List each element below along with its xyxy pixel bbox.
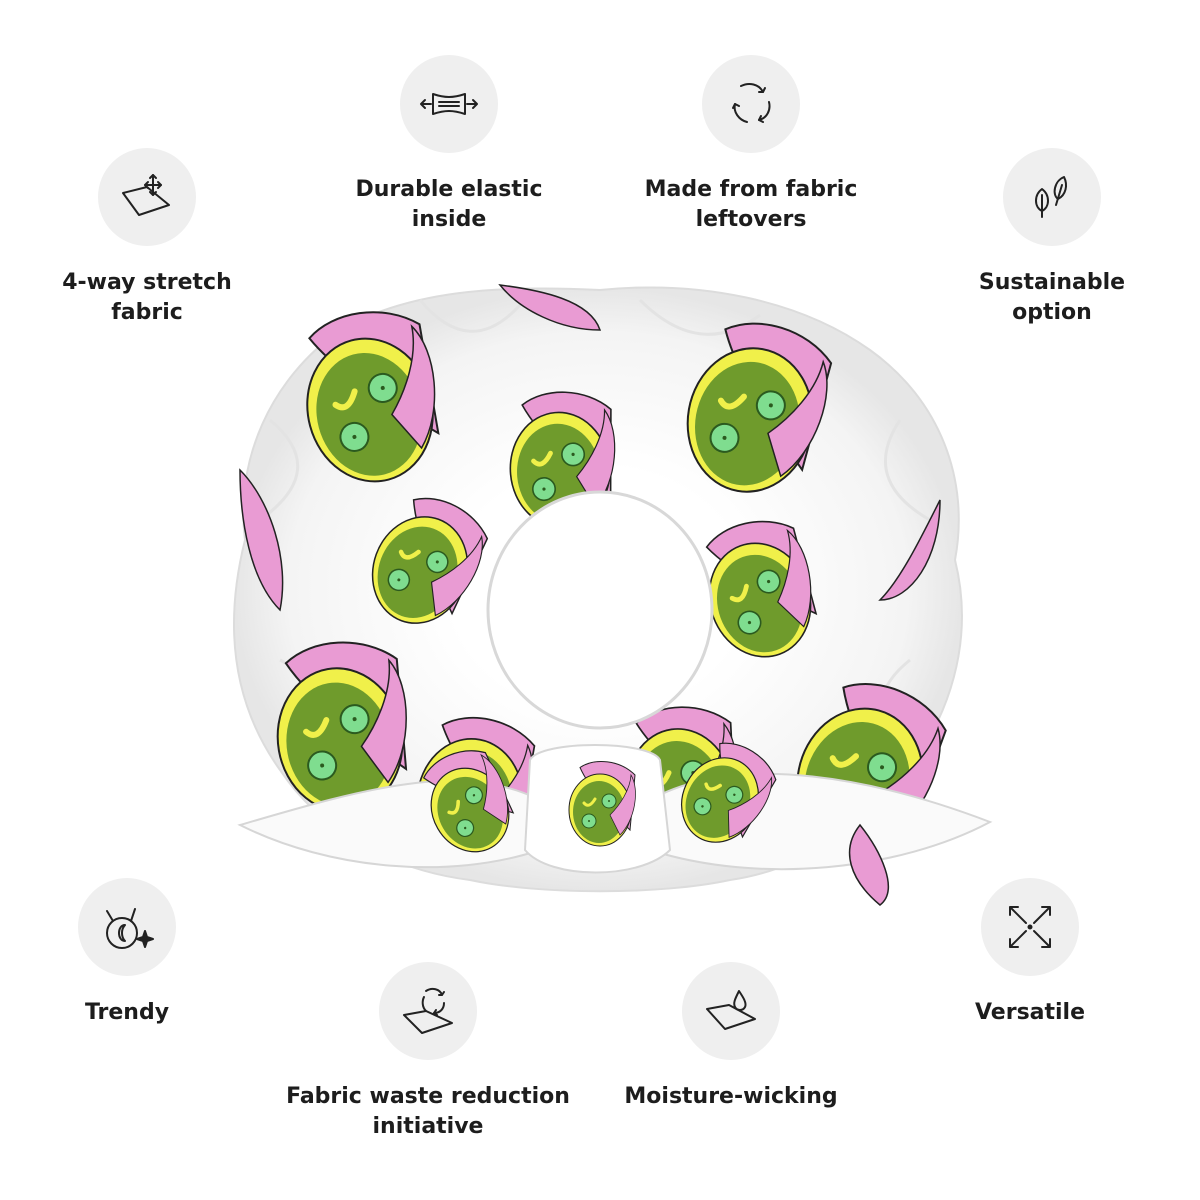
feature-moisture-wicking: Moisture-wicking: [581, 962, 881, 1112]
recycle-arrows-icon: [702, 55, 800, 153]
feature-label: Made from fabric leftovers: [644, 177, 858, 232]
feature-label: Fabric waste reduction initiative: [286, 1084, 570, 1139]
feature-four-way-stretch: 4-way stretch fabric: [0, 148, 297, 328]
feature-label: Moisture-wicking: [624, 1084, 838, 1109]
feature-durable-elastic: Durable elastic inside: [299, 55, 599, 235]
four-way-stretch-icon: [98, 148, 196, 246]
feature-trendy: Trendy: [0, 878, 277, 1028]
elastic-stretch-icon: [400, 55, 498, 153]
feature-fabric-waste-reduction: Fabric waste reduction initiative: [278, 962, 578, 1142]
feature-label: 4-way stretch fabric: [62, 270, 232, 325]
expand-arrows-icon: [981, 878, 1079, 976]
feature-versatile: Versatile: [880, 878, 1180, 1028]
feature-label: Versatile: [974, 1000, 1086, 1025]
cat-sparkle-icon: [78, 878, 176, 976]
feature-sustainable: Sustainable option: [902, 148, 1200, 328]
water-drop-fabric-icon: [682, 962, 780, 1060]
feature-fabric-leftovers: Made from fabric leftovers: [601, 55, 901, 235]
feature-label: Trendy: [84, 1000, 170, 1025]
feature-label: Durable elastic inside: [355, 177, 543, 232]
leaves-icon: [1003, 148, 1101, 246]
fabric-recycle-icon: [379, 962, 477, 1060]
feature-label: Sustainable option: [978, 270, 1126, 325]
